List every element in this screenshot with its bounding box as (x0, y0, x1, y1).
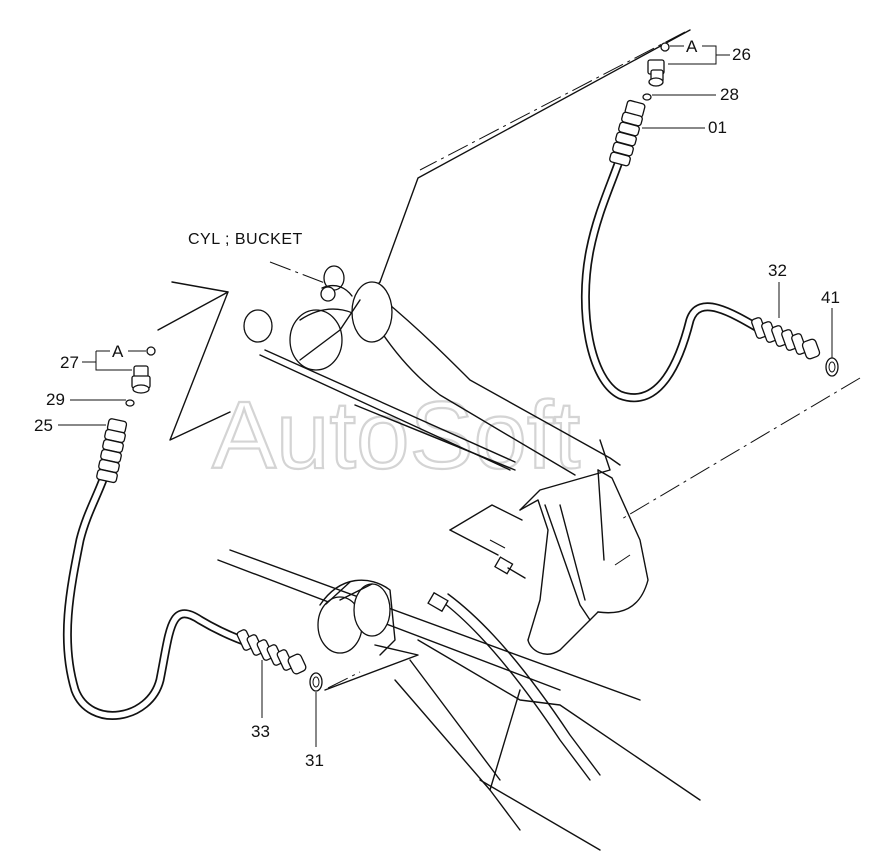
leader-lines (58, 45, 833, 747)
tube-fittings (427, 556, 526, 613)
hose-25 (62, 418, 307, 720)
arm-structure (157, 29, 701, 851)
watermark: AutoSoft (212, 382, 580, 489)
ref-mark-a-top: A (686, 37, 698, 56)
washer-41 (825, 357, 839, 377)
callout-26: 26 (732, 45, 751, 64)
ref-mark-a-left: A (112, 342, 124, 361)
fitting-27 (131, 365, 151, 394)
washer-31 (309, 672, 323, 692)
callout-27: 27 (60, 353, 79, 372)
hose-01 (580, 99, 821, 402)
o-ring-top-a (660, 42, 670, 52)
callout-29: 29 (46, 390, 65, 409)
callout-31: 31 (305, 751, 324, 770)
callout-01: 01 (708, 118, 727, 137)
bucket-cylinder-head (243, 265, 393, 371)
center-lines (269, 31, 861, 689)
o-ring-left-a (146, 346, 156, 356)
callout-28: 28 (720, 85, 739, 104)
fitting-26 (647, 59, 665, 87)
o-ring-29 (125, 399, 135, 407)
diagram-title: CYL ; BUCKET (188, 231, 303, 248)
o-ring-28 (642, 93, 652, 101)
callout-25: 25 (34, 416, 53, 435)
callout-33: 33 (251, 722, 270, 741)
callout-41: 41 (821, 288, 840, 307)
callout-32: 32 (768, 261, 787, 280)
lower-pin-assembly (317, 579, 396, 656)
